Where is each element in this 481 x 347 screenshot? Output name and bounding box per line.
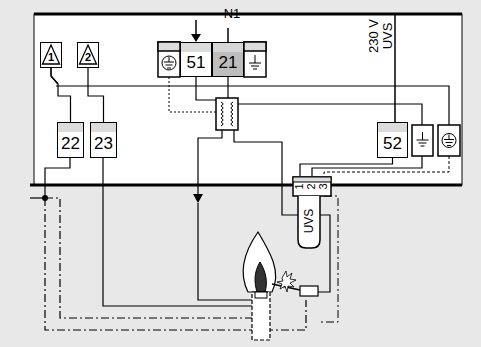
earth-wire	[169, 77, 216, 112]
callout-number: 2	[78, 51, 98, 63]
arrow-head	[191, 34, 201, 42]
earth-terminal	[438, 125, 460, 156]
ignition-ground	[198, 130, 222, 196]
earth-terminal	[158, 42, 180, 77]
terminal: 22	[57, 122, 84, 158]
panel-edge	[34, 13, 462, 16]
terminal-number: 22	[61, 134, 80, 154]
terminal: 51	[180, 42, 212, 77]
internal-wire	[227, 77, 228, 98]
terminal-number: 21	[219, 53, 238, 73]
ignition-ground	[198, 203, 252, 300]
ground-terminal	[412, 125, 433, 156]
earth-wire	[320, 196, 338, 322]
ignition-transformer	[216, 98, 238, 130]
signal-wire	[45, 158, 70, 198]
terminal-number: 52	[383, 134, 402, 154]
ignition-electrode	[272, 271, 318, 296]
pin-number: 1	[294, 183, 305, 189]
device-panel	[34, 14, 462, 185]
supply-line	[394, 14, 396, 125]
internal-wire	[56, 86, 449, 125]
wire	[300, 158, 393, 176]
warning-triangle: 1	[40, 42, 62, 68]
arrow-head	[193, 194, 203, 203]
pin-number: 3	[318, 183, 329, 189]
neutral-line	[227, 28, 229, 42]
ground-terminal	[244, 42, 266, 77]
burner-flame	[243, 232, 276, 292]
burner-tube	[252, 292, 270, 340]
signal-label: UVS	[381, 23, 394, 50]
voltage-label: 230 V	[367, 19, 380, 53]
panel-edge	[30, 184, 462, 187]
terminal: 52	[377, 122, 408, 158]
terminal: 23	[90, 122, 117, 158]
wire	[51, 68, 71, 122]
uv-sensor-connector: 123UVS	[292, 176, 332, 250]
burner-head	[255, 292, 267, 298]
valve-wire	[103, 158, 252, 306]
warning-triangle: 2	[77, 42, 99, 68]
terminal-number: UVS	[303, 209, 315, 234]
earth-wire	[324, 156, 449, 176]
ignition-wire	[234, 130, 330, 292]
terminal-number: 23	[94, 134, 113, 154]
ground-wire	[312, 156, 422, 176]
terminal: 21	[212, 42, 244, 77]
internal-wire	[196, 77, 216, 100]
switch-contact	[51, 68, 58, 84]
wire	[88, 68, 104, 122]
terminal-number: 51	[187, 53, 206, 73]
callout-number: 1	[41, 51, 61, 63]
pin-number: 2	[306, 183, 317, 189]
supply-line	[195, 20, 197, 36]
earth-wire	[45, 198, 255, 335]
device-label: N1	[224, 7, 241, 20]
